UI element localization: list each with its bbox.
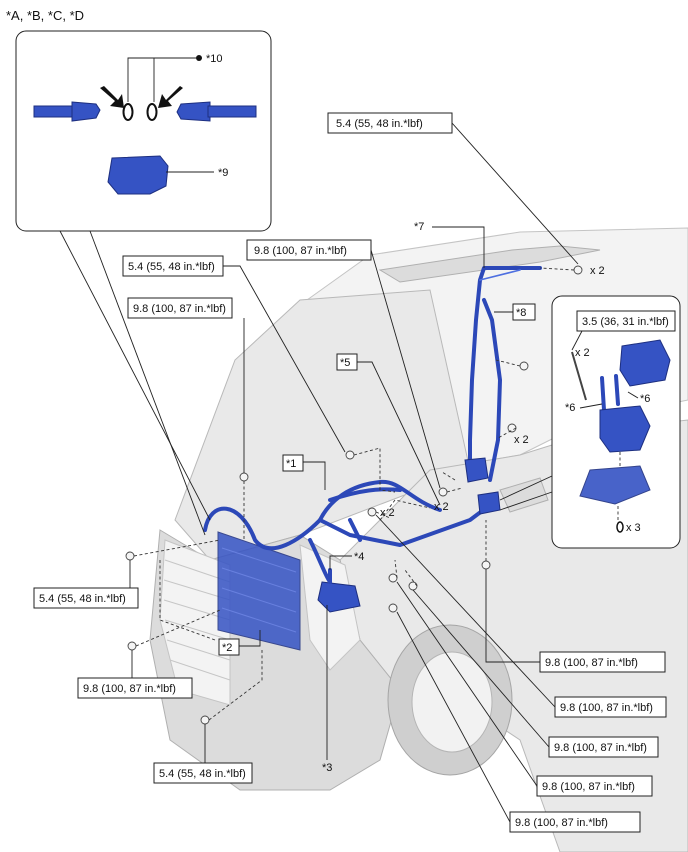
torque-left-b: 5.4 (55, 48 in.*lbf) <box>39 593 126 605</box>
junction-block-2 <box>477 491 501 515</box>
bolt-hood-left <box>239 472 249 482</box>
bolt-left-top <box>125 551 135 561</box>
inset-leader-2 <box>89 230 206 536</box>
bolt-pillar-high <box>519 361 529 371</box>
replace-dot-icon <box>196 55 202 61</box>
dashed-guides <box>133 267 575 721</box>
bolt-front-3 <box>388 603 398 613</box>
torque-r3: 9.8 (100, 87 in.*lbf) <box>554 742 647 754</box>
pipe-left <box>33 105 75 118</box>
inset-o-ring: *10 *9 <box>15 30 272 232</box>
refrigerant-hoses <box>203 266 542 584</box>
torque-box-left-b <box>33 587 139 609</box>
qty-center: x 2 <box>380 507 395 519</box>
bolt-center <box>367 507 377 517</box>
pipe-right <box>207 105 257 118</box>
torque-left-c: 9.8 (100, 87 in.*lbf) <box>83 683 176 695</box>
bolt-left-low <box>127 641 137 651</box>
valve-cover <box>619 339 671 387</box>
bolt-front-2 <box>408 581 418 591</box>
valve-pipe-2 <box>614 374 620 406</box>
torque-box-left-c <box>77 677 193 699</box>
callout-9: *9 <box>218 167 228 179</box>
callout-10: *10 <box>206 53 223 65</box>
torque-mid-a: 9.8 (100, 87 in.*lbf) <box>254 245 347 257</box>
side-mirror <box>499 477 549 513</box>
bolt-cowl <box>345 450 355 460</box>
torque-top-right: 5.4 (55, 48 in.*lbf) <box>336 118 423 130</box>
bolt-bottom <box>200 715 210 725</box>
discharge-line <box>308 538 332 584</box>
torque-r4: 9.8 (100, 87 in.*lbf) <box>542 781 635 793</box>
qty-inset-bolt: x 2 <box>575 347 590 359</box>
callout-3: *3 <box>322 762 332 774</box>
condenser-core <box>217 531 301 651</box>
callout-6a: *6 <box>565 402 575 414</box>
applicability-header: *A, *B, *C, *D <box>6 8 84 23</box>
torque-r5: 9.8 (100, 87 in.*lbf) <box>515 817 608 829</box>
callout-7: *7 <box>414 221 424 233</box>
callout-1: *1 <box>286 458 296 470</box>
valve-pipe-1 <box>600 376 606 412</box>
callout-box-2 <box>218 638 240 656</box>
pipe-right-fitting <box>176 101 211 122</box>
nut-icon <box>616 521 624 533</box>
inset-leader-1 <box>59 230 211 521</box>
long-bolt <box>571 351 587 401</box>
callout-5: *5 <box>340 357 350 369</box>
connector-block <box>107 155 169 195</box>
hose-highlight <box>479 269 521 281</box>
inset-right-leader-2 <box>499 491 553 511</box>
callout-2: *2 <box>222 642 232 654</box>
qty-pillar: x 2 <box>514 434 529 446</box>
bolt-fender <box>481 560 491 570</box>
suction-line-2 <box>318 503 492 547</box>
callout-4: *4 <box>354 551 364 563</box>
o-ring-right <box>146 103 158 121</box>
bolt-roof <box>573 265 583 275</box>
compressor <box>317 581 361 613</box>
inset-expansion-valve <box>551 295 681 549</box>
torque-mid-b: 5.4 (55, 48 in.*lbf) <box>128 261 215 273</box>
condenser-assembly <box>217 531 301 651</box>
qty-cowl: x 2 <box>434 501 449 513</box>
cowl-line <box>328 487 402 502</box>
rear-hose-2 <box>482 298 502 482</box>
bolt-pillar-mid <box>507 423 517 433</box>
arrow-left-icon <box>100 86 124 108</box>
junction-block <box>464 457 489 483</box>
torque-box-bottom <box>153 762 253 784</box>
liquid-line <box>203 506 322 551</box>
bolt-pillar-low <box>438 487 448 497</box>
expansion-valve <box>599 405 651 453</box>
torque-box-inset <box>576 310 676 332</box>
bolt-front-1 <box>388 573 398 583</box>
torque-r1: 9.8 (100, 87 in.*lbf) <box>545 657 638 669</box>
o-ring-left <box>122 103 134 121</box>
qty-inset-nut: x 3 <box>626 522 641 534</box>
torque-bottom: 5.4 (55, 48 in.*lbf) <box>159 768 246 780</box>
callout-box-1 <box>282 454 304 472</box>
valve-bracket <box>579 465 651 505</box>
qty-roof: x 2 <box>590 265 605 277</box>
callout-8: *8 <box>516 307 526 319</box>
torque-r2: 9.8 (100, 87 in.*lbf) <box>560 702 653 714</box>
torque-inset: 3.5 (36, 31 in.*lbf) <box>582 316 669 328</box>
callout-6b: *6 <box>640 393 650 405</box>
inset-frame <box>15 30 272 232</box>
roof-edge <box>378 245 601 283</box>
torque-box-left-a <box>127 297 233 319</box>
arrow-right-icon <box>158 86 183 108</box>
short-line <box>348 518 362 542</box>
inset-right-leader-1 <box>499 475 553 501</box>
torque-left-a: 9.8 (100, 87 in.*lbf) <box>133 303 226 315</box>
pipe-left-fitting <box>71 101 101 122</box>
